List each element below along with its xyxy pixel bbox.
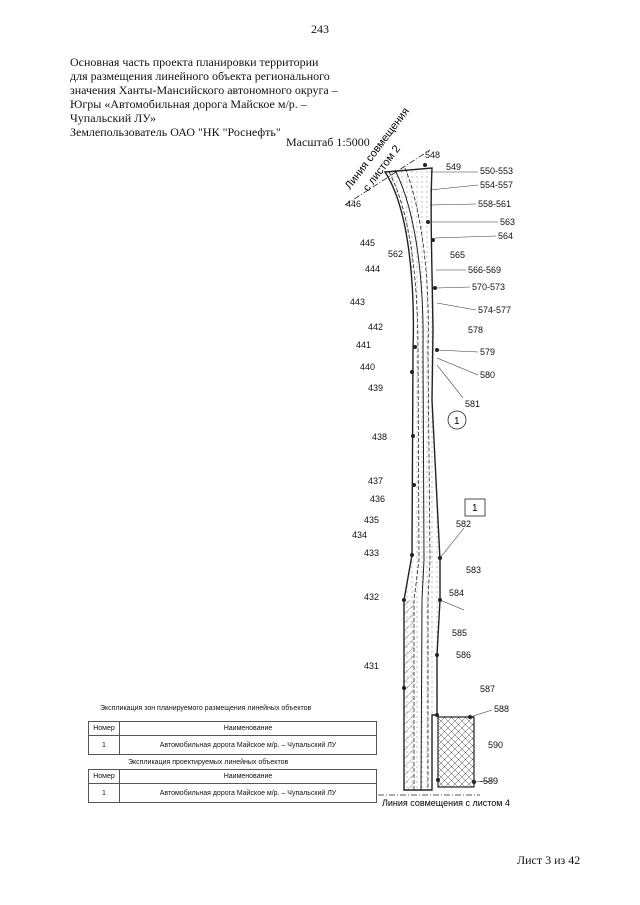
page-number: 243 bbox=[311, 22, 329, 36]
title-line: для размещения линейного объекта региона… bbox=[70, 69, 330, 83]
point-label: 590 bbox=[488, 740, 503, 750]
point-label: 433 bbox=[364, 548, 379, 558]
vertex bbox=[435, 653, 439, 657]
zone-circle-marker bbox=[447, 410, 467, 430]
hatched-area bbox=[437, 716, 475, 788]
vertex bbox=[411, 434, 415, 438]
point-label: 431 bbox=[364, 661, 379, 671]
hatched-strip bbox=[404, 600, 414, 790]
road-edge bbox=[388, 171, 420, 790]
point-label: 437 bbox=[368, 476, 383, 486]
table-row: 1 Автомобильная дорога Майское м/р. – Чу… bbox=[88, 783, 377, 803]
point-label: 588 bbox=[494, 704, 509, 714]
vertex bbox=[423, 163, 427, 167]
point-label: 578 bbox=[468, 325, 483, 335]
vertex bbox=[402, 686, 406, 690]
point-label: 443 bbox=[350, 297, 365, 307]
road-axis bbox=[394, 169, 425, 791]
point-label: 549 bbox=[446, 162, 461, 172]
point-label: 440 bbox=[360, 362, 375, 372]
vertex bbox=[433, 286, 437, 290]
zone-circle-label: 1 bbox=[454, 416, 460, 427]
match-line-bottom-label: Линия совмещения с листом 4 bbox=[382, 798, 510, 808]
point-label: 565 bbox=[450, 250, 465, 260]
point-label: 564 bbox=[498, 231, 513, 241]
title-line: Основная часть проекта планировки террит… bbox=[70, 55, 319, 69]
point-label: 579 bbox=[480, 347, 495, 357]
point-label: 563 bbox=[500, 217, 515, 227]
table-cell: 1 bbox=[88, 783, 120, 803]
vertex bbox=[426, 220, 430, 224]
title-line: Югры «Автомобильная дорога Майское м/р. … bbox=[70, 97, 307, 111]
point-label: 432 bbox=[364, 592, 379, 602]
column-header: Номер bbox=[88, 769, 120, 784]
point-label: 574-577 bbox=[478, 305, 511, 315]
point-label: 445 bbox=[360, 238, 375, 248]
vertices bbox=[402, 163, 476, 784]
point-label: 444 bbox=[365, 264, 380, 274]
zone-square-label: 1 bbox=[472, 503, 478, 514]
table2-title: Экспликация проектируемых линейных объек… bbox=[128, 759, 289, 766]
table1-title: Экспликация зон планируемого размещения … bbox=[100, 705, 312, 712]
title-line: Чупальский ЛУ» bbox=[70, 111, 156, 125]
point-label: 435 bbox=[364, 515, 379, 525]
road-edge bbox=[404, 167, 431, 790]
vertex bbox=[435, 713, 439, 717]
table-cell: Автомобильная дорога Майское м/р. – Чупа… bbox=[119, 783, 377, 803]
table-row: 1 Автомобильная дорога Майское м/р. – Чу… bbox=[88, 735, 377, 755]
table-header: Номер Наименование bbox=[88, 721, 377, 736]
vertex bbox=[431, 238, 435, 242]
column-header: Наименование bbox=[119, 721, 377, 736]
point-label: 434 bbox=[352, 530, 367, 540]
point-label: 566-569 bbox=[468, 265, 501, 275]
vertex bbox=[410, 553, 414, 557]
point-label: 583 bbox=[466, 565, 481, 575]
vertex bbox=[413, 345, 417, 349]
column-header: Наименование bbox=[119, 769, 377, 784]
zone-square-marker bbox=[464, 498, 486, 517]
point-label: 587 bbox=[480, 684, 495, 694]
point-label: 562 bbox=[388, 249, 403, 259]
column-header: Номер bbox=[88, 721, 120, 736]
point-label: 442 bbox=[368, 322, 383, 332]
point-label: 582 bbox=[456, 519, 471, 529]
point-label: 446 bbox=[346, 199, 361, 209]
title-line: значения Ханты-Мансийского автономного о… bbox=[70, 83, 338, 97]
document-title: Основная часть проекта планировки террит… bbox=[70, 55, 370, 139]
point-label: 584 bbox=[449, 588, 464, 598]
table-cell: Автомобильная дорога Майское м/р. – Чупа… bbox=[119, 735, 377, 755]
title-line: Землепользователь ОАО "НК "Роснефть" bbox=[70, 125, 281, 139]
point-label: 548 bbox=[425, 150, 440, 160]
planning-zone bbox=[383, 167, 441, 791]
point-label: 550-553 bbox=[480, 166, 513, 176]
point-label: 585 bbox=[452, 628, 467, 638]
point-label: 439 bbox=[368, 383, 383, 393]
point-label: 436 bbox=[370, 494, 385, 504]
vertex bbox=[402, 598, 406, 602]
point-label: 581 bbox=[465, 399, 480, 409]
match-line-top bbox=[344, 149, 431, 206]
point-label: -589 bbox=[480, 776, 498, 786]
point-label: 570-573 bbox=[472, 282, 505, 292]
point-label: 438 bbox=[372, 432, 387, 442]
table1: Номер Наименование 1 Автомобильная дорог… bbox=[88, 721, 377, 755]
map-scale: Масштаб 1:5000 bbox=[286, 135, 370, 149]
table2: Номер Наименование 1 Автомобильная дорог… bbox=[88, 769, 377, 803]
leader-lines bbox=[429, 171, 498, 783]
point-label: 580 bbox=[480, 370, 495, 380]
table-cell: 1 bbox=[88, 735, 120, 755]
sheet-number: Лист 3 из 42 bbox=[517, 853, 581, 867]
point-label: 558-561 bbox=[478, 199, 511, 209]
point-label: 586 bbox=[456, 650, 471, 660]
vertex bbox=[436, 778, 440, 782]
table-header: Номер Наименование bbox=[88, 769, 377, 784]
point-label: 441 bbox=[356, 340, 371, 350]
vertex bbox=[412, 483, 416, 487]
vertex bbox=[410, 370, 414, 374]
point-label: 554-557 bbox=[480, 180, 513, 190]
